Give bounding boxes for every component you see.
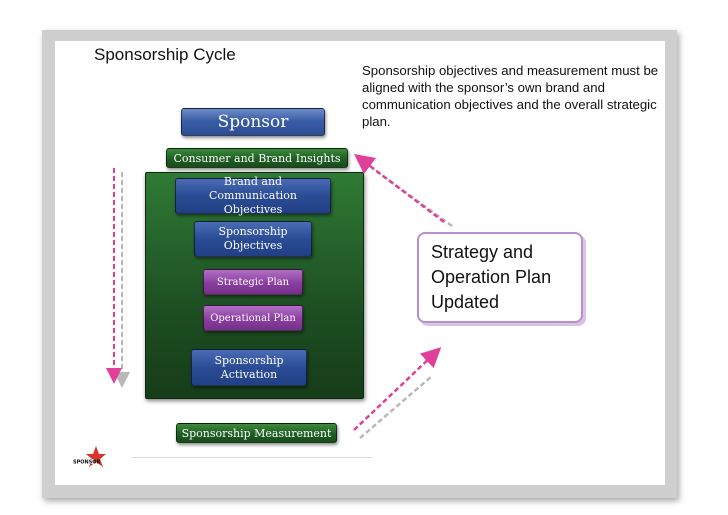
up-arrow-pink — [353, 347, 442, 431]
footer-divider — [132, 457, 372, 458]
insights-box: Consumer and Brand Insights — [166, 148, 348, 168]
brand-objectives-box: Brand and Communication Objectives — [175, 175, 331, 216]
measurement-box: Sponsorship Measurement — [176, 423, 337, 443]
slide-title: Sponsorship Cycle — [94, 45, 236, 64]
sponsor-logo: SPONSOR — [72, 446, 106, 467]
return-arrow-pink — [354, 153, 445, 223]
activation-box: Sponsorship Activation — [191, 349, 307, 386]
sponsor-box: Sponsor — [181, 108, 325, 136]
operational-plan-box: Operational Plan — [203, 305, 303, 331]
logo-text: SPONSOR — [73, 460, 101, 466]
up-arrow-gray — [359, 375, 433, 439]
sponsorship-objectives-box: Sponsorship Objectives — [194, 221, 312, 257]
strategic-plan-box: Strategic Plan — [203, 269, 303, 295]
strategy-callout: Strategy and Operation Plan Updated — [417, 232, 583, 323]
alignment-note: Sponsorship objectives and measurement m… — [362, 63, 659, 129]
